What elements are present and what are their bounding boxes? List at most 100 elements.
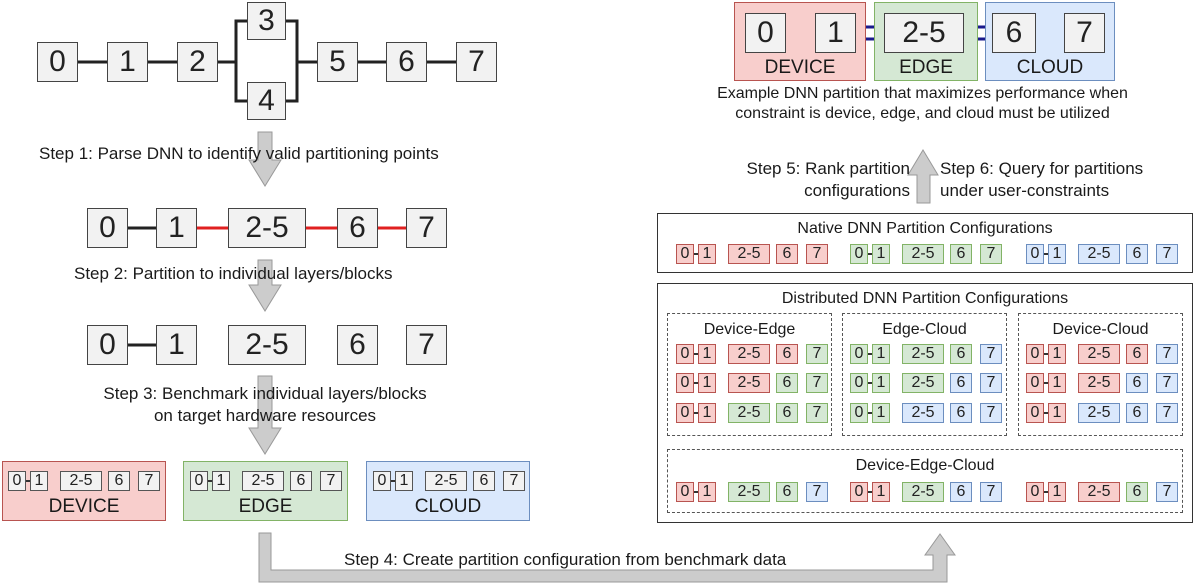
distributed-configurations-title: Distributed DNN Partition Configurations — [781, 290, 1069, 307]
step3-label: Step 3: Benchmark individual layers/bloc… — [60, 383, 470, 427]
layer-node-3: 3 — [247, 2, 286, 40]
example-node-0: 0 — [745, 13, 786, 53]
device-edge-cloud-group — [667, 449, 1183, 513]
device-cloud-config-2-connector — [1044, 382, 1048, 384]
step6-line1: Step 6: Query for partitions — [940, 159, 1144, 178]
layer-node-1: 1 — [107, 42, 148, 82]
edge-cloud-config-1-block-2-5: 2-5 — [902, 344, 944, 364]
device-edge-cloud-config-2-block-0: 0 — [850, 482, 868, 502]
device-cloud-config-3-block-1: 1 — [1048, 403, 1066, 423]
device-cloud-config-1-block-2-5: 2-5 — [1078, 344, 1120, 364]
cloud-benchmark-block-1: 1 — [395, 471, 413, 491]
device-edge-config-3-block-6: 6 — [776, 403, 798, 423]
device-edge-config-2-block-2-5: 2-5 — [728, 373, 770, 393]
device-edge-config-1-connector — [694, 353, 698, 355]
edge-cloud-config-1-block-7: 7 — [980, 344, 1002, 364]
example-cloud-label: CLOUD — [1016, 57, 1084, 78]
device-edge-title: Device-Edge — [703, 321, 796, 338]
device-edge-config-1-block-6: 6 — [776, 344, 798, 364]
edge-cloud-config-2-block-6: 6 — [950, 373, 972, 393]
device-edge-cloud-config-3-block-2-5: 2-5 — [1078, 482, 1120, 502]
device-cloud-config-3-block-2-5: 2-5 — [1078, 403, 1120, 423]
device-edge-cloud-config-1-block-1: 1 — [698, 482, 716, 502]
device-resource-label: DEVICE — [48, 496, 120, 517]
device-edge-config-3-block-7: 7 — [806, 403, 828, 423]
device-edge-config-3-block-0: 0 — [676, 403, 694, 423]
edge-cloud-config-2-block-7: 7 — [980, 373, 1002, 393]
device-benchmark-block-0: 0 — [8, 471, 26, 491]
device-edge-config-2-connector — [694, 382, 698, 384]
cloud-benchmark-block-7: 7 — [503, 471, 525, 491]
device-edge-config-2-block-7: 7 — [806, 373, 828, 393]
cloud-benchmark-block-2-5: 2-5 — [425, 471, 467, 491]
bench-node-0: 0 — [87, 325, 128, 365]
example-device-label: DEVICE — [764, 57, 836, 78]
device-edge-cloud-config-1-block-2-5: 2-5 — [728, 482, 770, 502]
bench-node-6: 6 — [337, 325, 378, 365]
device-edge-config-3-block-2-5: 2-5 — [728, 403, 770, 423]
edge-cloud-config-3-block-2-5: 2-5 — [902, 403, 944, 423]
device-edge-cloud-config-1-block-7: 7 — [806, 482, 828, 502]
block-node-7: 7 — [406, 208, 447, 248]
native-config-3-block-1: 1 — [1048, 244, 1066, 264]
device-cloud-config-3-block-0: 0 — [1026, 403, 1044, 423]
layer-node-7: 7 — [456, 42, 497, 82]
edge-benchmark-block-6: 6 — [290, 471, 312, 491]
step6-label: Step 6: Query for partitions under user-… — [940, 158, 1143, 202]
device-edge-config-2-block-1: 1 — [698, 373, 716, 393]
device-benchmark-block-7: 7 — [138, 471, 160, 491]
device-cloud-config-2-block-2-5: 2-5 — [1078, 373, 1120, 393]
device-cloud-config-2-block-0: 0 — [1026, 373, 1044, 393]
device-cloud-config-3-block-6: 6 — [1126, 403, 1148, 423]
step3-line1: Step 3: Benchmark individual layers/bloc… — [103, 384, 427, 403]
block-node-2-5: 2-5 — [228, 208, 306, 248]
device-cloud-config-1-block-0: 0 — [1026, 344, 1044, 364]
block-node-0: 0 — [87, 208, 128, 248]
edge-benchmark-block-1: 1 — [212, 471, 230, 491]
device-edge-config-3-connector — [694, 412, 698, 414]
bench-node-2-5: 2-5 — [228, 325, 306, 365]
edge-cloud-config-1-block-1: 1 — [872, 344, 890, 364]
cloud-resource-label: CLOUD — [414, 496, 482, 517]
edge-benchmark-connector — [208, 480, 212, 482]
edge-cloud-config-3-block-1: 1 — [872, 403, 890, 423]
device-edge-cloud-config-1-block-6: 6 — [776, 482, 798, 502]
device-cloud-config-1-block-1: 1 — [1048, 344, 1066, 364]
edge-cloud-group — [842, 313, 1007, 436]
device-benchmark-block-1: 1 — [30, 471, 48, 491]
down-arrow-2 — [248, 259, 282, 312]
device-edge-cloud-config-2-block-2-5: 2-5 — [902, 482, 944, 502]
device-edge-cloud-config-2-block-6: 6 — [950, 482, 972, 502]
device-edge-cloud-config-3-block-1: 1 — [1048, 482, 1066, 502]
device-edge-config-1-block-2-5: 2-5 — [728, 344, 770, 364]
native-config-1-block-2-5: 2-5 — [728, 244, 770, 264]
device-cloud-group — [1018, 313, 1183, 436]
native-config-2-block-0: 0 — [850, 244, 868, 264]
native-config-1-connector — [694, 253, 698, 255]
device-benchmark-connector — [26, 480, 30, 482]
device-edge-config-2-block-0: 0 — [676, 373, 694, 393]
native-config-1-block-1: 1 — [698, 244, 716, 264]
layer-node-5: 5 — [317, 42, 358, 82]
device-edge-cloud-config-3-block-7: 7 — [1156, 482, 1178, 502]
edge-cloud-config-2-connector — [868, 382, 872, 384]
device-cloud-config-2-block-6: 6 — [1126, 373, 1148, 393]
device-benchmark-block-6: 6 — [108, 471, 130, 491]
down-arrow-1 — [248, 131, 282, 187]
device-cloud-config-2-block-7: 7 — [1156, 373, 1178, 393]
device-edge-cloud-config-2-block-1: 1 — [872, 482, 890, 502]
cloud-benchmark-connector — [391, 480, 395, 482]
edge-cloud-config-3-block-7: 7 — [980, 403, 1002, 423]
example-caption-line1: Example DNN partition that maximizes per… — [717, 85, 1128, 102]
up-arrow-rank — [907, 149, 939, 204]
edge-cloud-config-1-block-6: 6 — [950, 344, 972, 364]
step2-label: Step 2: Partition to individual layers/b… — [74, 264, 393, 283]
device-edge-config-1-block-1: 1 — [698, 344, 716, 364]
device-cloud-config-3-block-7: 7 — [1156, 403, 1178, 423]
device-edge-config-1-block-0: 0 — [676, 344, 694, 364]
edge-benchmark-block-2-5: 2-5 — [242, 471, 284, 491]
native-config-3-block-7: 7 — [1156, 244, 1178, 264]
native-config-1-block-6: 6 — [776, 244, 798, 264]
edge-cloud-config-2-block-2-5: 2-5 — [902, 373, 944, 393]
edge-cloud-config-3-block-6: 6 — [950, 403, 972, 423]
